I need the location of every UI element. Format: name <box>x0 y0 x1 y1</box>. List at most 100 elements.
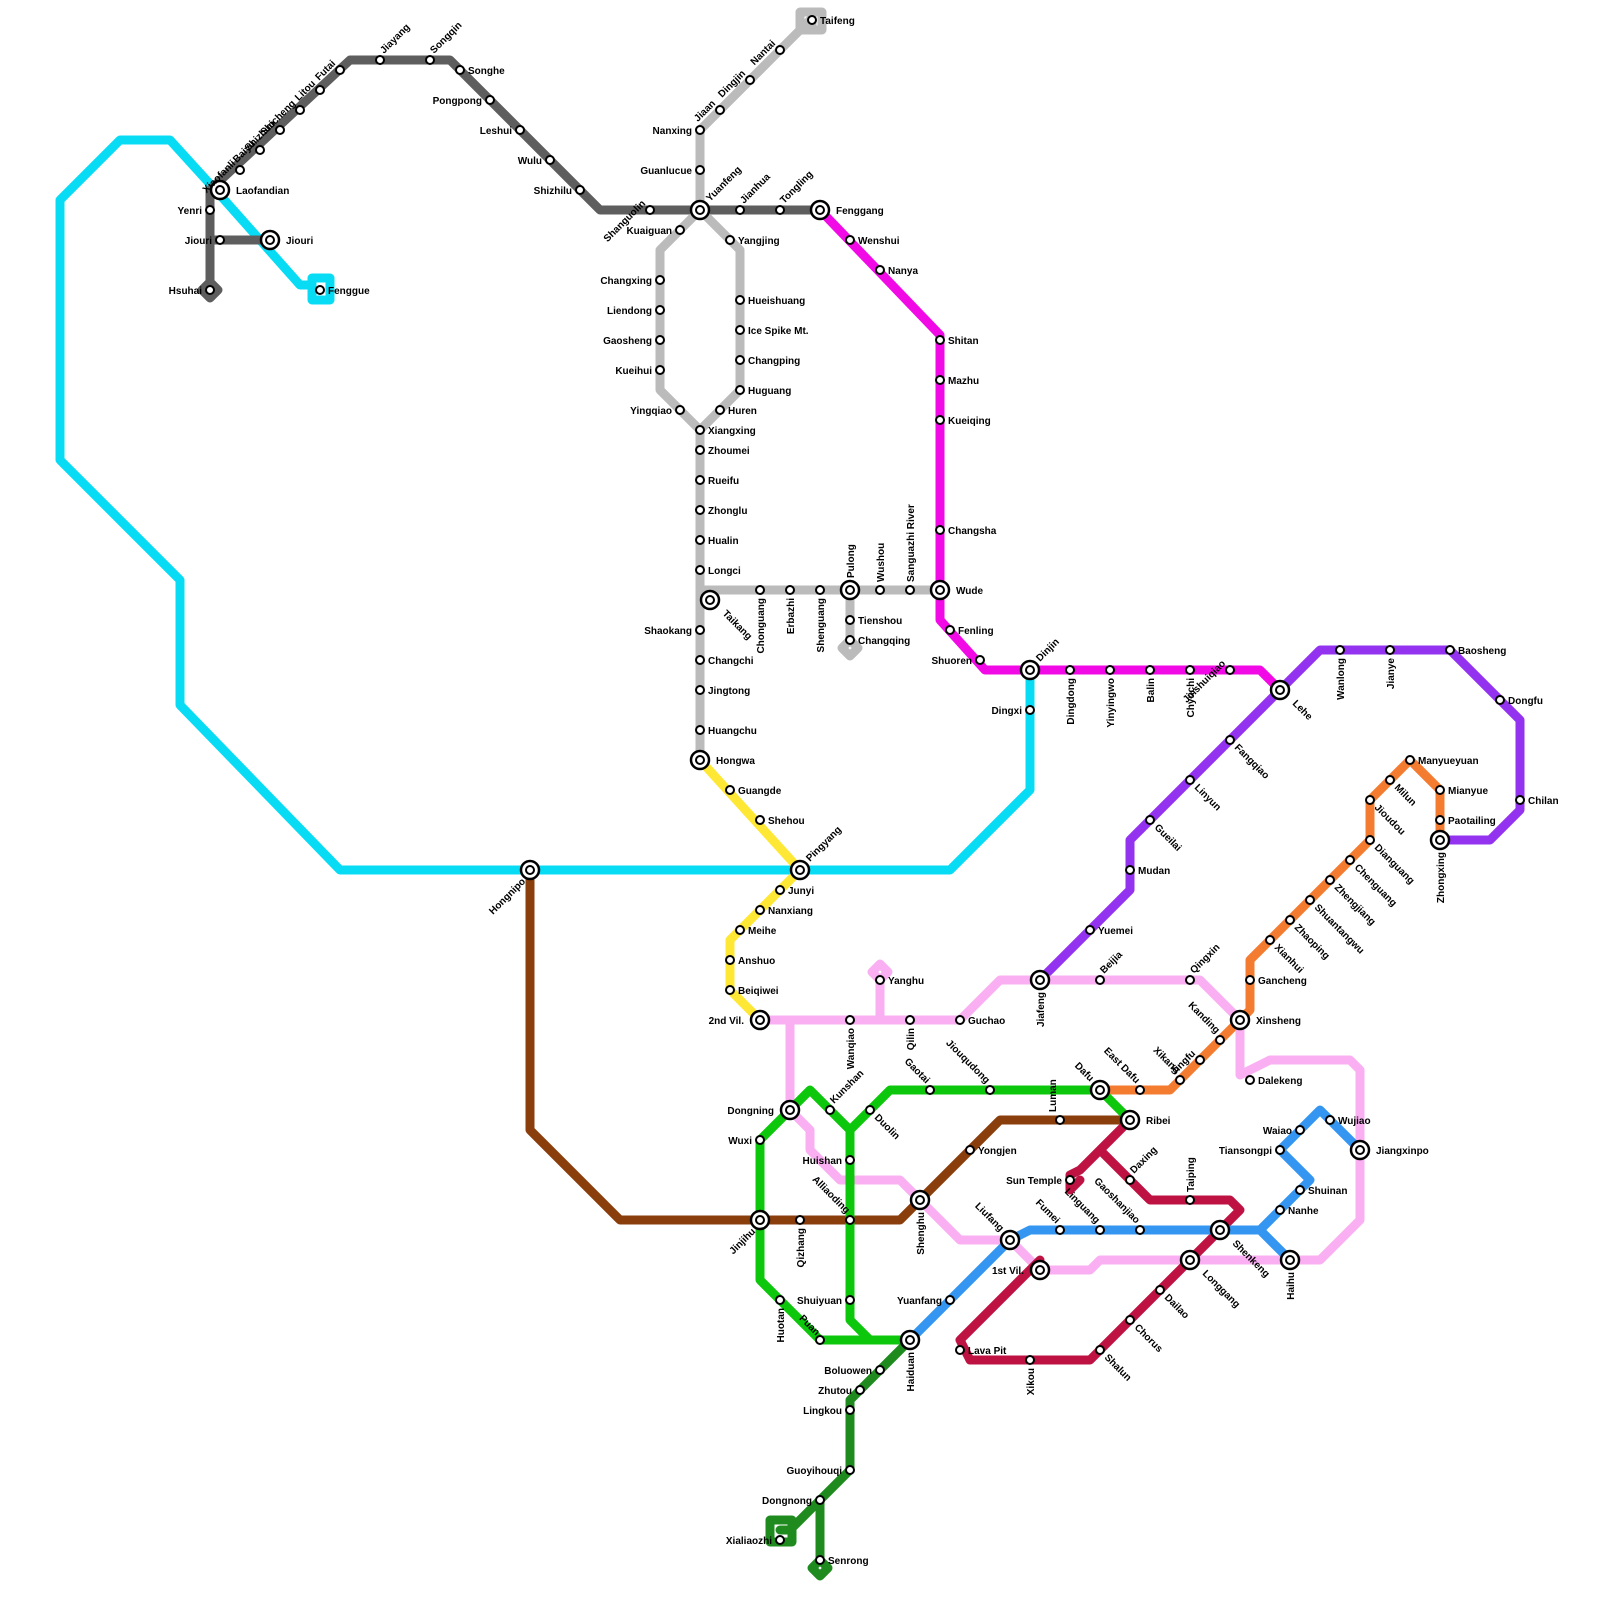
station-marker-icon <box>736 296 744 304</box>
station-paotailing[interactable]: Paotailing <box>1436 816 1496 827</box>
station-guchao[interactable]: Guchao <box>956 1016 1005 1027</box>
station-jiouri[interactable]: Jiouri <box>261 231 313 249</box>
station-chorus[interactable]: Chorus <box>1126 1316 1165 1355</box>
station-label: Mianyue <box>1448 786 1488 797</box>
station-shenghu[interactable]: Shenghu <box>911 1191 929 1255</box>
station-firstvil[interactable]: 1st Vil. <box>992 1261 1049 1279</box>
station-marker-icon <box>656 306 664 314</box>
station-marker-icon <box>1186 1196 1194 1204</box>
station-nanhe[interactable]: Nanhe <box>1276 1206 1319 1217</box>
station-label: Guanlucue <box>640 166 692 177</box>
station-xianhui[interactable]: Xianhui <box>1266 936 1305 976</box>
station-fangqiao[interactable]: Fangqiao <box>1226 736 1271 782</box>
station-jiangxinpo[interactable]: Jiangxinpo <box>1351 1141 1429 1159</box>
station-label: Dailao <box>1162 1292 1191 1321</box>
station-huangchu[interactable]: Huangchu <box>696 726 757 737</box>
station-meihe[interactable]: Meihe <box>736 926 777 937</box>
station-shenguang[interactable]: Shenguang <box>816 586 827 652</box>
station-yinyingwo[interactable]: Yinyingwo <box>1106 666 1117 728</box>
station-taikang[interactable]: Taikang <box>701 591 754 642</box>
station-marker-icon <box>1086 926 1094 934</box>
station-huguang[interactable]: Huguang <box>736 386 791 397</box>
station-xinsheng[interactable]: Xinsheng <box>1231 1011 1301 1029</box>
station-yingqiao[interactable]: Yingqiao <box>630 406 684 417</box>
station-lehe[interactable]: Lehe <box>1271 681 1314 723</box>
station-fenggue[interactable]: Fenggue <box>316 286 370 297</box>
station-label: Leshui <box>480 126 512 137</box>
station-label: Wanlong <box>1336 658 1347 700</box>
station-tiansongpi[interactable]: Tiansongpi <box>1219 1146 1284 1157</box>
station-milun[interactable]: Milun <box>1386 776 1418 809</box>
station-suntemple[interactable]: Sun Temple <box>1006 1176 1074 1187</box>
station-jiafeng[interactable]: Jiafeng <box>1031 971 1049 1027</box>
station-label: Songqin <box>428 20 464 56</box>
station-label: Gueilai <box>1152 822 1184 854</box>
station-gueilai[interactable]: Gueilai <box>1146 816 1183 854</box>
station-label: Wenshui <box>858 236 900 247</box>
station-label: Yangjing <box>738 236 780 247</box>
station-marker-icon <box>926 1086 934 1094</box>
station-dalekeng[interactable]: Dalekeng <box>1246 1076 1302 1087</box>
station-chonguang[interactable]: Chonguang <box>756 586 767 654</box>
station-haiduan[interactable]: Haiduan <box>901 1331 919 1391</box>
station-marker-icon <box>876 266 884 274</box>
station-hongwa[interactable]: Hongwa <box>691 751 755 769</box>
station-liendong[interactable]: Liendong <box>607 306 664 317</box>
station-label: Fumei <box>1033 1198 1062 1227</box>
station-marker-icon <box>846 236 854 244</box>
station-marker-icon <box>726 956 734 964</box>
station-shuinan[interactable]: Shuinan <box>1296 1186 1347 1197</box>
station-duolin[interactable]: Duolin <box>866 1106 902 1142</box>
station-shuiyuan[interactable]: Shuiyuan <box>797 1296 854 1307</box>
station-leshui[interactable]: Leshui <box>480 126 524 137</box>
station-zhongxing[interactable]: Zhongxing <box>1431 831 1449 903</box>
station-ribei[interactable]: Ribei <box>1121 1111 1171 1129</box>
station-wulu[interactable]: Wulu <box>518 156 554 167</box>
station-junyi[interactable]: Junyi <box>776 886 814 897</box>
station-daxing[interactable]: Daxing <box>1126 1145 1160 1184</box>
station-qingxin[interactable]: Qingxin <box>1186 942 1222 984</box>
station-label: Dongfu <box>1508 696 1543 707</box>
station-hueishuang[interactable]: Hueishuang <box>736 296 805 307</box>
station-haihu[interactable]: Haihu <box>1281 1251 1299 1300</box>
station-xikang[interactable]: Xikang <box>1151 1045 1184 1084</box>
station-shanguolin[interactable]: Shanguolin <box>602 198 654 244</box>
station-secondvil[interactable]: 2nd Vil. <box>709 1011 769 1029</box>
station-marker-icon <box>1276 1146 1284 1154</box>
station-yongjen[interactable]: Yongjen <box>966 1146 1017 1157</box>
station-changsha[interactable]: Changsha <box>936 526 997 537</box>
station-label: Waiao <box>1263 1126 1292 1137</box>
station-dingdong[interactable]: Dingdong <box>1066 666 1077 725</box>
station-gaosheng[interactable]: Gaosheng <box>603 336 664 347</box>
station-laofandian[interactable]: Laofandian <box>211 181 289 199</box>
station-marker-icon <box>696 126 704 134</box>
station-changping[interactable]: Changping <box>736 356 800 367</box>
station-yuemei[interactable]: Yuemei <box>1086 926 1133 937</box>
station-sanguazhi[interactable]: Sanguazhi River <box>906 504 917 594</box>
station-shizhilu[interactable]: Shizhilu <box>534 186 584 197</box>
station-huren[interactable]: Huren <box>716 406 757 417</box>
station-marker-icon <box>1136 1086 1144 1094</box>
station-marker-icon <box>846 1016 854 1024</box>
station-dongning[interactable]: Dongning <box>727 1101 799 1119</box>
station-shalun[interactable]: Shalun <box>1096 1346 1133 1384</box>
station-guanlucue[interactable]: Guanlucue <box>640 166 704 177</box>
station-jiouri_w[interactable]: Jiouri <box>185 236 224 247</box>
station-marker-icon <box>936 376 944 384</box>
station-label: Changqing <box>858 636 910 647</box>
station-wude[interactable]: Wude <box>931 581 983 599</box>
station-dailao[interactable]: Dailao <box>1156 1286 1191 1321</box>
station-puan[interactable]: Puan <box>797 1313 824 1344</box>
station-changxing[interactable]: Changxing <box>600 276 664 287</box>
station-icespike[interactable]: Ice Spike Mt. <box>736 326 809 337</box>
station-label: Tongling <box>778 169 815 206</box>
station-changchi[interactable]: Changchi <box>696 656 754 667</box>
station-gancheng[interactable]: Gancheng <box>1246 976 1307 987</box>
station-marker-icon <box>1406 756 1414 764</box>
station-linyun[interactable]: Linyun <box>1186 776 1223 813</box>
station-shaokang[interactable]: Shaokang <box>644 626 704 637</box>
station-kanding[interactable]: Kanding <box>1186 1000 1224 1044</box>
station-fenggang[interactable]: Fenggang <box>811 201 884 219</box>
station-kunshan[interactable]: Kunshan <box>826 1068 866 1114</box>
station-pulong[interactable]: Pulong <box>841 544 859 599</box>
